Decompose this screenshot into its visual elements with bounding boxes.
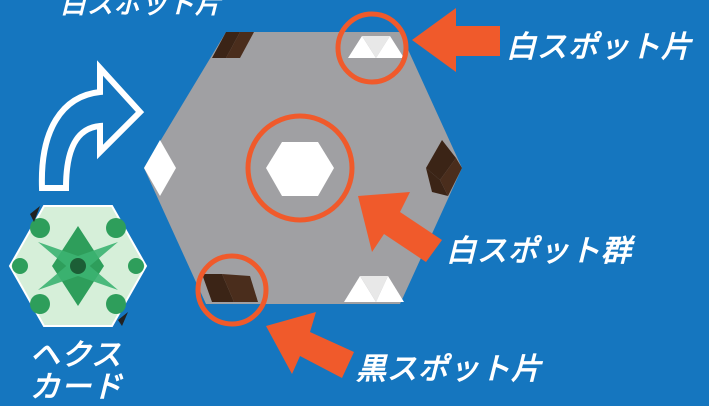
- white-spot-piece-left: [144, 140, 176, 196]
- diagram-canvas: [8, 8, 500, 378]
- highlight-circle-bottom-left: [195, 253, 269, 327]
- black-spot-piece-top-left: [212, 32, 254, 58]
- highlight-circle-top-right: [335, 11, 409, 85]
- white-spot-piece-bottom-right: [344, 276, 404, 302]
- hex-card-label-line1: ヘクス: [30, 338, 123, 373]
- white-spot-piece-top-right: [348, 36, 404, 58]
- black-spot-piece-bottom-left: [202, 274, 258, 302]
- white-spot-piece-label: 白スポット片: [506, 30, 692, 65]
- white-spot-group-hexagon: [266, 142, 334, 196]
- white-spot-group-label: 白スポット群: [446, 234, 632, 269]
- arrow-to-white-piece: [412, 8, 500, 72]
- hex-card-image: [8, 205, 148, 327]
- top-cut-label: 白スポット片: [60, 0, 223, 20]
- black-spot-piece-right: [426, 140, 462, 196]
- curved-arrow-icon: [38, 60, 145, 191]
- hex-card-label-line2: カード: [30, 370, 123, 405]
- highlight-circle-center: [245, 113, 355, 223]
- black-spot-piece-label: 黒スポット片: [356, 352, 542, 387]
- arrow-to-black-piece: [266, 312, 354, 378]
- arrow-to-white-group: [358, 192, 442, 262]
